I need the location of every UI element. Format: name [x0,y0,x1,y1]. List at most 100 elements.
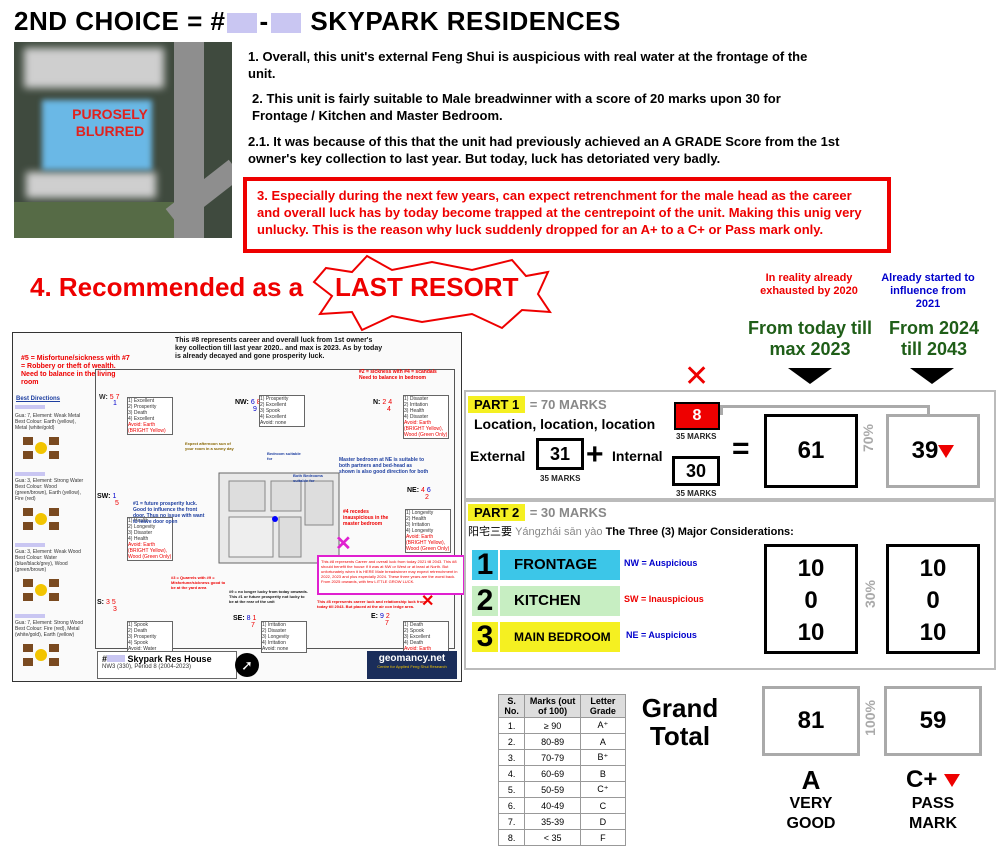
point-2-1: 2.1. It was because of this that the uni… [248,134,840,166]
blurred-pool [42,100,152,170]
page-title: 2ND CHOICE = # - SKYPARK RESIDENCES [14,6,621,37]
item-number: 2 [472,586,498,616]
internal-label: Internal [612,448,663,464]
warning-box: 3. Especially during the next few years,… [243,177,891,253]
grade-today: A VERY GOOD [786,765,836,832]
title-prefix: 2ND CHOICE = # [14,6,226,36]
sector-nw: NW: 6 89 [235,399,261,413]
point-2: 2. This unit is fairly suitable to Male … [252,91,781,123]
recommendation: 4. Recommended as a [30,272,303,303]
site-map-image: PUROSELY BLURRED [14,42,232,238]
note-expect: Expect afternoon sun of your room in a s… [185,441,234,451]
note-4-recess: #4 recedes inauspicious in the master be… [343,509,389,527]
considerations-text: The Three (3) Major Considerations: [605,526,794,538]
point-1: 1. Overall, this unit's external Feng Sh… [248,49,808,81]
note-quarrels: #3 = Quarrels with #9 = Misfortune/sickn… [171,575,226,590]
dir-colour: Best Colour: Earth (yellow), Metal (whit… [15,419,76,431]
last-resort-label: LAST RESORT [335,272,519,302]
house-label: # Skypark Res House NW3 (330), Period 8 … [97,651,237,679]
note-future: #1 = future prosperity luck. Good to inf… [133,501,205,525]
frontage-label: FRONTAGE [500,550,620,580]
dir-colour: Best Colour: Wood (green/brown), Earth (… [15,484,81,502]
part1-tag: PART 1 [468,396,526,413]
table-header: S. No.Marks (out of 100)Letter Grade [497,694,627,718]
bedroom-note: NE = Auspicious [626,630,697,640]
dir-gua: Gua: 3, Element: Weak Wood [15,549,81,555]
arrow-down-icon [910,368,954,384]
down-triangle-icon [944,774,961,788]
marks-label: 35 MARKS [540,474,581,483]
chinese-text: 阳宅三要 [468,526,512,538]
note-pink2: This #8 represents career luck and relat… [317,599,426,609]
chair-icon-cluster [23,644,59,666]
redacted-block [227,13,258,34]
redacted-block [270,13,301,34]
kitchen-note: SW = Inauspicious [624,594,704,604]
label-bedroom: Bedroom suitable for [267,451,301,461]
part1-subtitle: Location, location, location [474,416,656,432]
item-number: 1 [472,550,498,580]
directions-legend: Gua: 7, Element: Weak Metal Best Colour:… [15,405,87,677]
part2-tag: PART 2 [468,504,526,521]
part1-today-score: 61 [764,414,858,488]
internal-old-score: 8 [674,402,720,430]
reality-note: In reality already exhausted by 2020 [760,272,858,297]
blurred-building [26,172,156,198]
grade-future: C+ PASS MARK [884,766,982,834]
part1-future-score: 39 [886,414,980,488]
label-both: Both Bedrooms suitable for [293,473,323,483]
bracket-line [720,405,930,415]
part1-pct: 70% [860,424,876,453]
started-note: Already started to influence from 2021 [881,272,975,310]
pink-callout: This #8 represents Career and overall lu… [317,555,465,595]
north-arrow-icon: ➚ [235,653,259,677]
kitchen-label: KITCHEN [500,586,620,616]
part2-subtitle: 阳宅三要 Yángzhái sān yào The Three (3) Majo… [468,523,794,539]
internal-new-score: 30 [672,456,720,486]
red-x-icon: ✕ [421,593,435,610]
future-heading: From 2024 till 2043 [888,318,980,359]
recommendation-text: 4. Recommended as a [30,272,304,302]
arrow-down-icon [788,368,832,384]
external-score: 31 [536,438,584,470]
part1-marks: = 70 MARKS [529,397,607,412]
magenta-x-icon: ✕ [335,533,352,555]
dir-colour: Best Colour: Fire (red), Metal (white/go… [15,626,80,638]
chair-icon-cluster [23,579,59,601]
pink-callout-text: This #8 represents Career and overall lu… [321,559,458,584]
part2-pct: 30% [862,580,878,609]
external-label: External [470,448,526,464]
part2-marks: = 30 MARKS [529,505,607,520]
grand-future-score: 59 [884,686,982,756]
chair-icon-cluster [23,508,59,530]
part1-heading: PART 1 = 70 MARKS [468,396,607,414]
marks-label: 35 MARKS [676,432,717,441]
bedroom-label: MAIN BEDROOM [500,622,620,652]
part2-heading: PART 2 = 30 MARKS [468,504,607,522]
brand-logo: geomancy.net Centre for Applied Feng Shu… [367,651,457,679]
grand-pct: 100% [862,700,878,736]
title-name: SKYPARK RESIDENCES [310,6,621,36]
title-dash: - [259,6,269,36]
plus-sign: + [586,438,604,471]
frontage-note: NW = Auspicious [624,558,698,568]
down-triangle-icon [938,445,955,459]
blurred-label: PUROSELY BLURRED [72,106,148,139]
dir-gua: Gua: 7, Element: Strong Wood [15,620,84,626]
